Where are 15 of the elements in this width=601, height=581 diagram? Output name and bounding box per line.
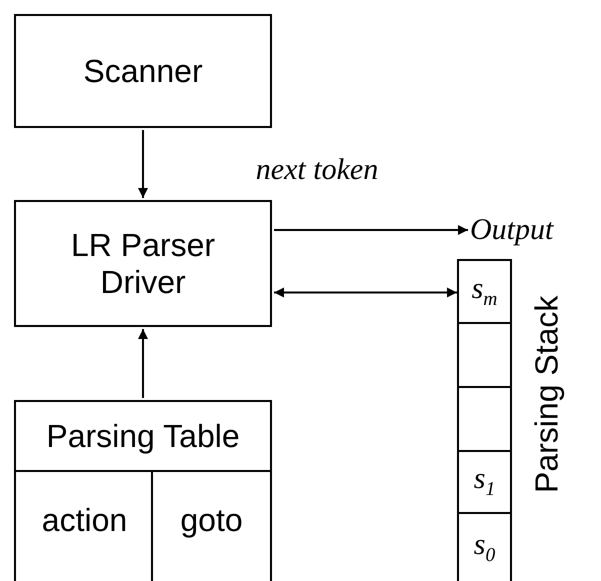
arrow <box>138 130 148 198</box>
table-cell: action <box>16 470 153 581</box>
stack-cell: s$_{0}$ <box>459 514 510 581</box>
arrow <box>138 329 148 398</box>
stack-title: Parsing Stack <box>528 294 566 494</box>
process-box: Scanner <box>14 14 272 128</box>
stack-cell: s$_{1}$ <box>459 452 510 514</box>
table-box <box>14 400 272 581</box>
process-box: LR Parser Driver <box>14 200 272 327</box>
stack-cell: s$_{m}$ <box>459 261 510 324</box>
output-label: Output <box>470 210 595 250</box>
table-cell: goto <box>151 470 270 581</box>
table-heading: Parsing Table <box>45 416 241 456</box>
arrow <box>274 288 457 298</box>
arrow <box>274 225 468 235</box>
